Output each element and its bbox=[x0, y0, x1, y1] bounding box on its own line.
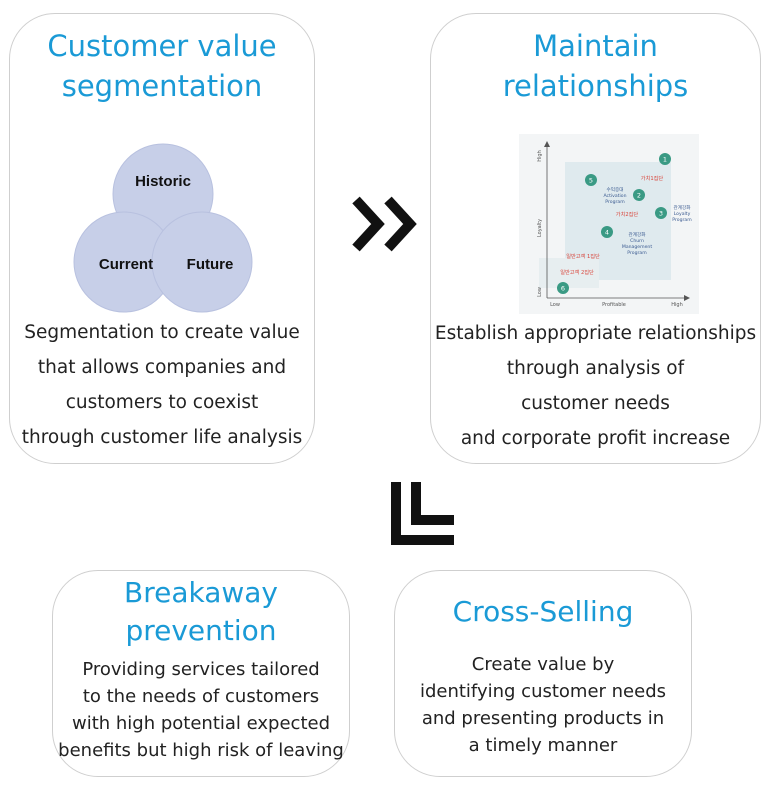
venn-circle-future bbox=[151, 211, 253, 313]
card-title: Cross-Selling bbox=[395, 593, 691, 631]
description-line: Segmentation to create value bbox=[24, 322, 300, 343]
marker-2-label: 2 bbox=[637, 192, 641, 200]
card-maintain-relationships: Maintain relationships High Loyalty Low … bbox=[430, 13, 761, 464]
y-axis-label: Loyalty bbox=[537, 219, 543, 237]
description-line: to the needs of customers bbox=[82, 686, 320, 707]
marker-6-label: 6 bbox=[561, 285, 565, 293]
marker-3 bbox=[655, 207, 667, 219]
group2-label: 가치2집단 bbox=[616, 210, 639, 218]
title-line: Breakaway bbox=[124, 576, 278, 609]
activation-ko-label: 수익증대 bbox=[607, 186, 624, 193]
card-description: Create value by identifying customer nee… bbox=[395, 651, 691, 759]
venn-label-future: Future bbox=[187, 256, 234, 273]
description-line: a timely manner bbox=[468, 735, 618, 756]
title-line: prevention bbox=[125, 614, 277, 647]
description-line: benefits but high risk of leaving bbox=[58, 740, 344, 761]
venn-diagram: Historic Current Future bbox=[73, 143, 253, 313]
double-chevron-right-icon bbox=[352, 196, 417, 252]
description-line: that allows companies and bbox=[37, 357, 287, 378]
card-description: Establish appropriate relationships thro… bbox=[431, 316, 760, 456]
x-low-label: Low bbox=[550, 302, 560, 308]
y-high-label: High bbox=[537, 150, 543, 162]
y-low-label: Low bbox=[537, 287, 543, 297]
card-title: Customer value segmentation bbox=[10, 26, 314, 106]
double-chevron-down-left-icon bbox=[391, 482, 454, 545]
x-high-label: High bbox=[671, 302, 683, 308]
marker-5 bbox=[585, 174, 597, 186]
description-line: and corporate profit increase bbox=[460, 428, 731, 449]
marker-6 bbox=[557, 282, 569, 294]
marker-4-label: 4 bbox=[605, 229, 609, 237]
card-title: Breakaway prevention bbox=[53, 574, 349, 650]
group1-label: 가치1집단 bbox=[641, 174, 664, 182]
loyalty-label-1: Loyalty bbox=[674, 211, 691, 217]
card-title: Maintain relationships bbox=[431, 26, 760, 106]
marker-1 bbox=[659, 153, 671, 165]
loyalty-label-2: Program bbox=[672, 217, 692, 223]
normal2-label: 일반고객 2집단 bbox=[560, 268, 594, 276]
venn-label-historic: Historic bbox=[135, 173, 191, 190]
churn-ko-label: 관계강화 bbox=[629, 231, 647, 238]
marker-5-label: 5 bbox=[589, 177, 593, 185]
marker-2 bbox=[633, 189, 645, 201]
card-description: Providing services tailored to the needs… bbox=[53, 656, 349, 764]
card-cross-selling: Cross-Selling Create value by identifyin… bbox=[394, 570, 692, 777]
description-line: identifying customer needs bbox=[419, 681, 667, 702]
marker-3-label: 3 bbox=[659, 210, 663, 218]
title-line: Customer value bbox=[47, 29, 277, 63]
description-line: Establish appropriate relationships bbox=[434, 323, 757, 344]
y-axis-arrow-icon bbox=[544, 141, 550, 147]
churn-label-1: Churn bbox=[630, 238, 644, 244]
x-axis-arrow-icon bbox=[684, 295, 690, 301]
venn-label-current: Current bbox=[99, 256, 153, 273]
description-line: Providing services tailored bbox=[82, 659, 320, 680]
marker-4 bbox=[601, 226, 613, 238]
loyalty-profitability-chart: High Loyalty Low Low Profitable High 1 2… bbox=[519, 134, 699, 314]
title-line: Cross-Selling bbox=[452, 595, 634, 628]
card-breakaway-prevention: Breakaway prevention Providing services … bbox=[52, 570, 350, 777]
description-line: customer needs bbox=[521, 393, 670, 414]
description-line: through customer life analysis bbox=[21, 427, 303, 448]
churn-label-2: Management bbox=[622, 244, 652, 250]
x-axis-label: Profitable bbox=[602, 302, 626, 308]
description-line: and presenting products in bbox=[421, 708, 665, 729]
title-line: segmentation bbox=[61, 69, 263, 103]
description-line: with high potential expected bbox=[71, 713, 331, 734]
description-line: through analysis of bbox=[506, 358, 685, 379]
normal1-label: 일반고객 1집단 bbox=[566, 252, 600, 260]
title-line: Maintain bbox=[533, 29, 658, 63]
chart-low-zone bbox=[539, 258, 599, 288]
card-description: Segmentation to create value that allows… bbox=[10, 315, 314, 455]
marker-1-label: 1 bbox=[663, 156, 667, 164]
description-line: Create value by bbox=[471, 654, 615, 675]
activation-label-1: Activation bbox=[604, 193, 627, 199]
card-customer-value-segmentation: Customer value segmentation Historic Cur… bbox=[9, 13, 315, 464]
title-line: relationships bbox=[502, 69, 689, 103]
activation-label-2: Program bbox=[605, 199, 625, 205]
loyalty-ko-label: 관계강화 bbox=[674, 204, 692, 211]
description-line: customers to coexist bbox=[65, 392, 259, 413]
churn-label-3: Program bbox=[627, 250, 647, 256]
